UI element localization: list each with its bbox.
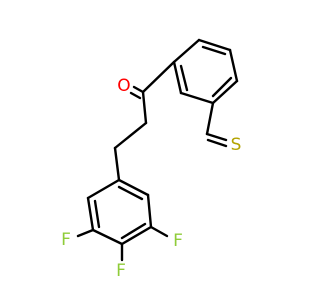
bond [206, 138, 228, 148]
sulfur-label: S [231, 135, 242, 155]
bond [120, 222, 147, 240]
bond [205, 101, 215, 136]
bond [197, 38, 232, 52]
structure-drawing: S O F F F [61, 38, 242, 281]
bond [132, 85, 145, 94]
bond [117, 178, 150, 197]
bond [117, 185, 144, 201]
bond [113, 121, 148, 150]
bond [141, 60, 176, 94]
bond [211, 76, 233, 98]
bond [91, 228, 124, 246]
molecule-diagram: S O F F F [61, 38, 242, 281]
bond [172, 38, 201, 64]
bond [228, 48, 239, 83]
bond [93, 199, 101, 229]
fluorine-left-label: F [61, 230, 71, 250]
bond [86, 196, 95, 232]
fluorine-right-label: F [173, 231, 183, 251]
bond [205, 132, 228, 142]
bond [141, 90, 148, 125]
bond [120, 225, 153, 246]
bond [172, 60, 183, 95]
bond [179, 64, 189, 92]
bond [146, 193, 153, 229]
bond [113, 146, 121, 182]
fluorine-bottom-label: F [116, 261, 126, 281]
bond [86, 178, 121, 200]
bond [201, 45, 227, 56]
bond [76, 228, 95, 238]
bond [179, 91, 215, 105]
bond [149, 225, 169, 238]
oxygen-label: O [117, 76, 130, 96]
bond [129, 91, 142, 100]
bond [211, 79, 239, 105]
